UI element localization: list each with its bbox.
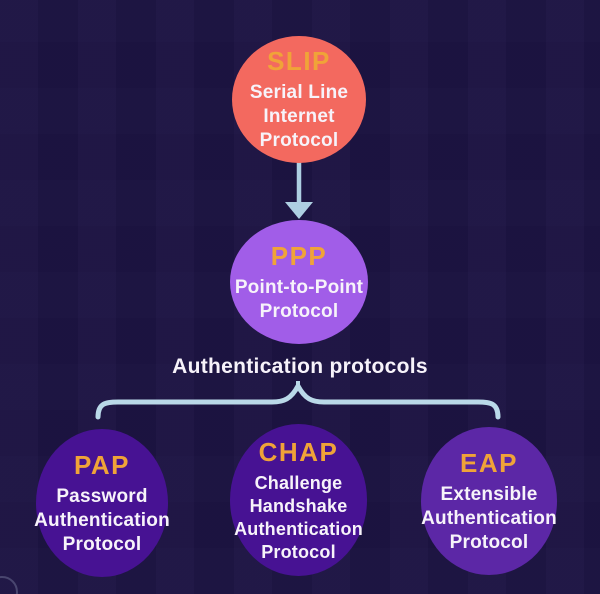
node-chap-line: Handshake	[249, 495, 348, 516]
node-slip-line: Protocol	[259, 130, 339, 151]
authentication-protocols-label: Authentication protocols	[172, 355, 428, 378]
node-ppp-line: Point-to-Point	[234, 276, 364, 298]
arrow-down-icon	[285, 202, 313, 219]
node-ppp: PPP Point-to-Point Protocol	[230, 220, 368, 344]
node-eap-line: Authentication	[421, 507, 557, 529]
node-slip-abbr: SLIP	[267, 46, 331, 76]
node-pap-line: Protocol	[62, 533, 142, 555]
node-slip-line: Serial Line	[249, 82, 349, 103]
node-pap-abbr: PAP	[73, 449, 131, 480]
node-ppp-line: Protocol	[259, 300, 339, 322]
node-eap-line: Protocol	[449, 531, 529, 553]
node-chap: CHAP Challenge Handshake Authentication …	[230, 424, 367, 576]
node-chap-abbr: CHAP	[258, 436, 339, 467]
node-slip: SLIP Serial Line Internet Protocol	[232, 36, 366, 163]
node-chap-line: Authentication	[234, 518, 363, 539]
node-slip-line: Internet	[263, 106, 335, 127]
corner-watermark-fragment	[0, 576, 18, 594]
node-chap-line: Challenge	[254, 472, 343, 493]
brace-icon	[95, 383, 501, 420]
node-pap: PAP Password Authentication Protocol	[34, 429, 170, 577]
node-pap-line: Authentication	[34, 509, 170, 531]
node-pap-line: Password	[56, 485, 148, 507]
node-chap-line: Protocol	[261, 541, 336, 562]
node-eap-abbr: EAP	[460, 447, 518, 478]
node-eap-line: Extensible	[440, 483, 538, 505]
node-ppp-abbr: PPP	[270, 240, 328, 271]
node-eap: EAP Extensible Authentication Protocol	[421, 427, 557, 575]
